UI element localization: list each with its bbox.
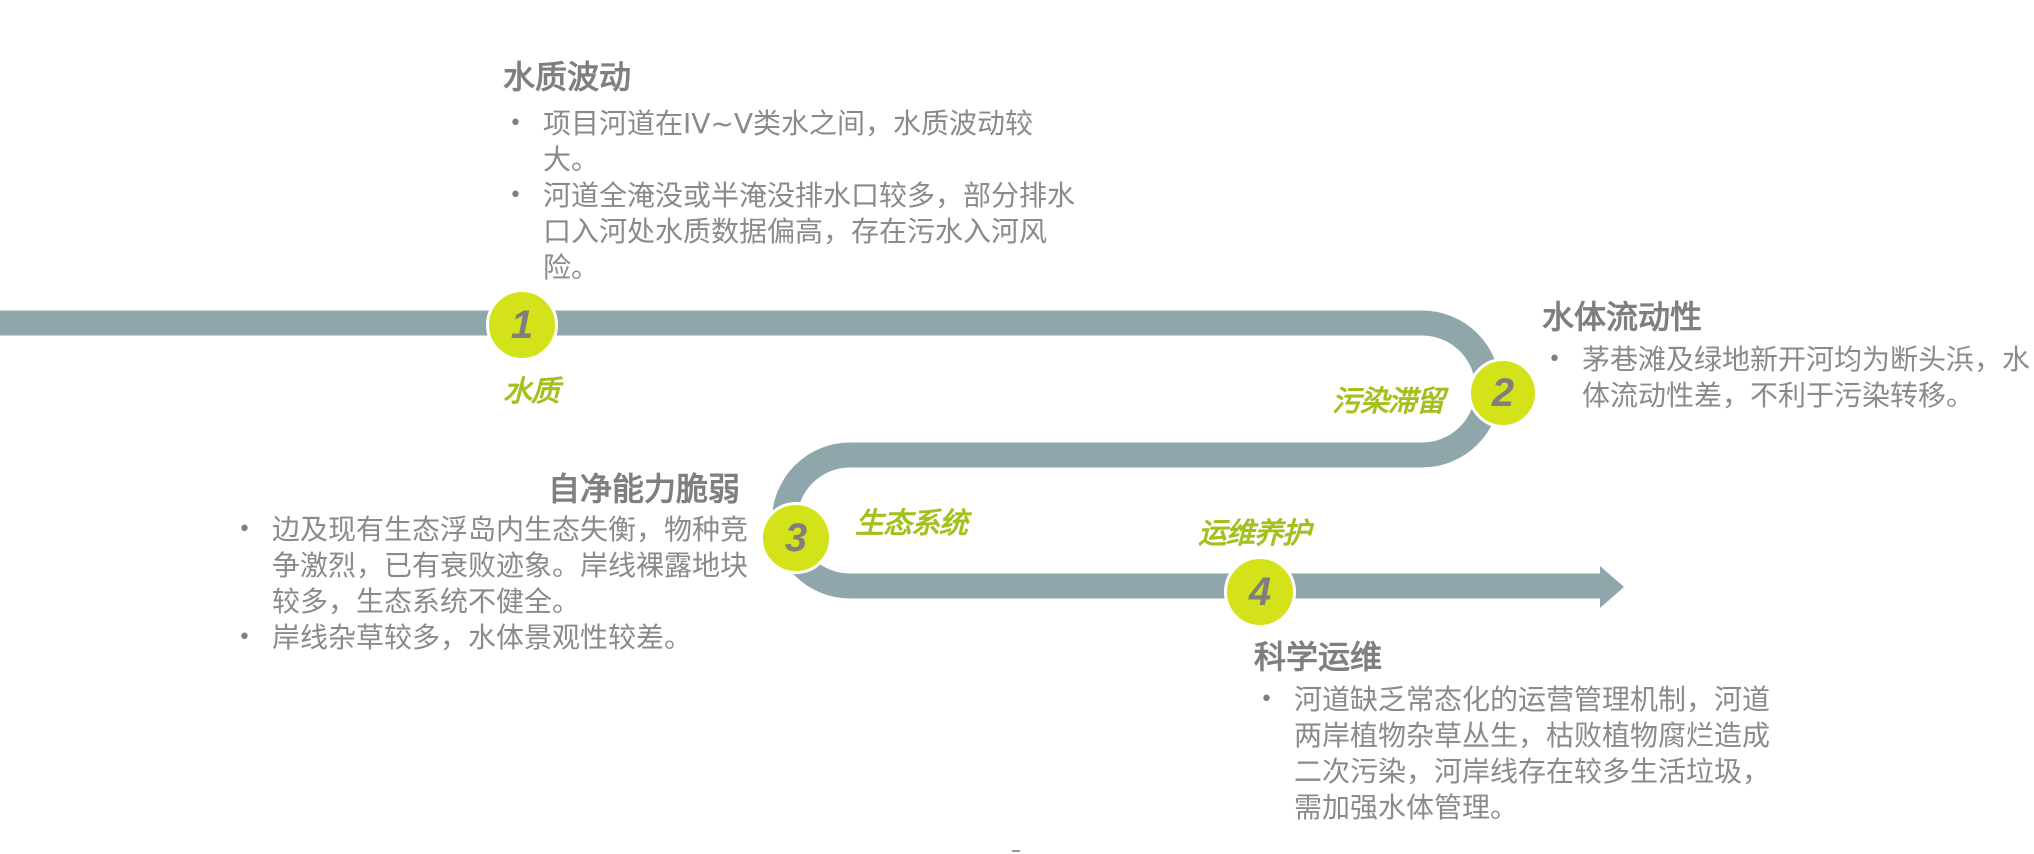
- step-number-1: 1: [510, 302, 534, 347]
- section-water-quality: 水质波动 • 项目河道在IV~V类水之间，水质波动较大。 • 河道全淹没或半淹没…: [503, 58, 1083, 286]
- step-node-3: 3: [760, 502, 832, 574]
- bullet-icon: •: [238, 625, 251, 650]
- step-number-4: 4: [1248, 569, 1272, 614]
- list-item: • 河道全淹没或半淹没排水口较多，部分排水口入河处水质数据偏高，存在污水入河风险…: [503, 178, 1083, 286]
- step-tag-pollution-retention: 污染滞留: [1332, 384, 1445, 418]
- list-item: • 河道缺乏常态化的运营管理机制，河道两岸植物杂草丛生，枯败植物腐烂造成二次污染…: [1254, 682, 1794, 826]
- bullet-icon: •: [1548, 347, 1561, 372]
- list-item: • 岸线杂草较多，水体景观性较差。: [232, 620, 762, 656]
- step-number-3: 3: [784, 515, 808, 560]
- list-item-text: 边及现有生态浮岛内生态失衡，物种竞争激烈，已有衰败迹象。岸线裸露地块较多，生态系…: [272, 513, 749, 618]
- step-number-2: 2: [1491, 370, 1515, 415]
- list-item-text: 茅巷滩及绿地新开河均为断头浜，水体流动性差，不利于污染转移。: [1582, 343, 2031, 412]
- list-item: • 茅巷滩及绿地新开河均为断头浜，水体流动性差，不利于污染转移。: [1542, 342, 2034, 414]
- list-item-text: 项目河道在IV~V类水之间，水质波动较大。: [543, 107, 1034, 176]
- arrow-head-icon: [1600, 566, 1624, 608]
- section-water-flow: 水体流动性 • 茅巷滩及绿地新开河均为断头浜，水体流动性差，不利于污染转移。: [1542, 298, 2034, 414]
- section-maintenance: 科学运维 • 河道缺乏常态化的运营管理机制，河道两岸植物杂草丛生，枯败植物腐烂造…: [1254, 638, 1794, 826]
- bullet-icon: •: [238, 517, 251, 542]
- step-node-4: 4: [1224, 556, 1296, 628]
- list-item-text: 河道缺乏常态化的运营管理机制，河道两岸植物杂草丛生，枯败植物腐烂造成二次污染，河…: [1294, 683, 1771, 824]
- bullet-icon: •: [509, 111, 522, 136]
- bullet-list: • 边及现有生态浮岛内生态失衡，物种竞争激烈，已有衰败迹象。岸线裸露地块较多，生…: [232, 512, 762, 656]
- section-title: 水质波动: [503, 58, 632, 96]
- footer-dash-mark: [1012, 850, 1020, 852]
- section-ecology: 自净能力脆弱 • 边及现有生态浮岛内生态失衡，物种竞争激烈，已有衰败迹象。岸线裸…: [232, 470, 762, 656]
- list-item: • 边及现有生态浮岛内生态失衡，物种竞争激烈，已有衰败迹象。岸线裸露地块较多，生…: [232, 512, 762, 620]
- bullet-list: • 茅巷滩及绿地新开河均为断头浜，水体流动性差，不利于污染转移。: [1542, 342, 2034, 414]
- section-title: 科学运维: [1254, 638, 1383, 676]
- bullet-icon: •: [509, 183, 522, 208]
- list-item: • 项目河道在IV~V类水之间，水质波动较大。: [503, 106, 1083, 178]
- section-title: 自净能力脆弱: [547, 470, 740, 508]
- section-title: 水体流动性: [1542, 298, 1703, 336]
- bullet-icon: •: [1260, 687, 1273, 712]
- step-tag-maintenance: 运维养护: [1198, 516, 1311, 550]
- step-tag-water-quality: 水质: [503, 374, 560, 408]
- list-item-text: 岸线杂草较多，水体景观性较差。: [272, 621, 693, 654]
- step-node-1: 1: [486, 289, 558, 361]
- list-item-text: 河道全淹没或半淹没排水口较多，部分排水口入河处水质数据偏高，存在污水入河风险。: [543, 179, 1076, 284]
- bullet-list: • 项目河道在IV~V类水之间，水质波动较大。 • 河道全淹没或半淹没排水口较多…: [503, 106, 1083, 286]
- bullet-list: • 河道缺乏常态化的运营管理机制，河道两岸植物杂草丛生，枯败植物腐烂造成二次污染…: [1254, 682, 1794, 826]
- step-tag-ecosystem: 生态系统: [855, 506, 968, 540]
- step-node-2: 2: [1468, 358, 1538, 428]
